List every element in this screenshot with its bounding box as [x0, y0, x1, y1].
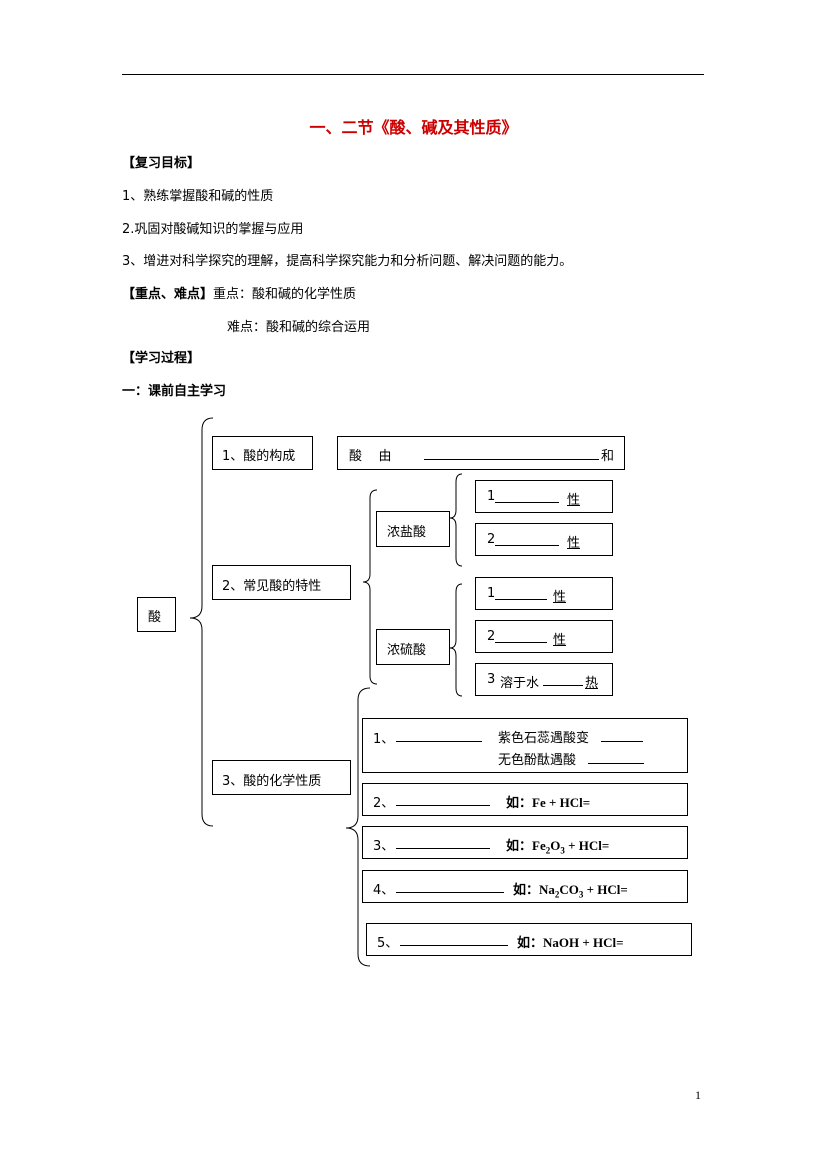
h2so4-item-2: 2 性	[475, 620, 613, 653]
goal-2: 2.巩固对酸碱知识的掌握与应用	[122, 222, 304, 237]
h2so4-item-3-blank	[543, 672, 583, 686]
part-one-heading: 一：课前自主学习	[122, 384, 227, 399]
chem-prop-4-blank	[396, 879, 504, 893]
hcl-node: 浓盐酸	[376, 511, 450, 547]
hcl-label: 浓盐酸	[387, 525, 427, 540]
branch-chemical-label: 3、酸的化学性质	[222, 774, 322, 789]
h2so4-item-2-blank	[495, 629, 547, 643]
composition-blank	[424, 446, 599, 460]
root-node: 酸	[137, 597, 176, 632]
chem-prop-3-num: 3、	[373, 839, 395, 854]
branch-properties: 2、常见酸的特性	[212, 565, 351, 600]
goal-3: 3、增进对科学探究的理解，提高科学探究能力和分析问题、解决问题的能力。	[122, 254, 573, 269]
h2so4-item-3-prefix: 溶于水	[500, 676, 540, 691]
h2so4-item-2-suffix: 性	[553, 633, 567, 648]
header-rule	[122, 74, 704, 75]
root-brace	[189, 417, 214, 827]
chem-prop-2-blank	[396, 792, 490, 806]
h2so4-item-3-suffix: 热	[585, 676, 599, 691]
chem-brace	[345, 687, 371, 967]
litmus-text: 紫色石蕊遇酸变	[498, 731, 590, 746]
difficult-point: 难点：酸和碱的综合运用	[227, 320, 371, 335]
chem-prop-4: 4、 如：Na2CO3 + HCl=	[362, 870, 688, 903]
h2so4-node: 浓硫酸	[376, 629, 450, 665]
process-heading: 【学习过程】	[122, 351, 201, 366]
chem-prop-1-blank	[396, 728, 482, 742]
hcl-brace	[449, 473, 463, 567]
review-goals-heading: 【复习目标】	[122, 156, 201, 171]
h2so4-item-1-num: 1	[487, 586, 496, 601]
hcl-item-2: 2 性	[475, 523, 613, 556]
h2so4-brace	[449, 583, 463, 697]
chem-prop-3: 3、 如：Fe2O3 + HCl=	[362, 826, 688, 859]
branch-properties-label: 2、常见酸的特性	[222, 579, 322, 594]
properties-brace	[362, 489, 378, 685]
page-title: 一、二节《酸、碱及其性质》	[309, 118, 518, 137]
phenolphthalein-text: 无色酚酞遇酸	[498, 753, 577, 768]
chem-prop-1: 1、 紫色石蕊遇酸变 无色酚酞遇酸	[362, 718, 688, 773]
branch-chemical: 3、酸的化学性质	[212, 760, 351, 795]
key-point: 重点：酸和碱的化学性质	[213, 287, 357, 302]
key-points-line: 【重点、难点】重点：酸和碱的化学性质	[122, 283, 356, 302]
chem-prop-2-num: 2、	[373, 796, 395, 811]
branch-composition: 1、酸的构成	[212, 436, 313, 470]
h2so4-item-1-blank	[495, 586, 547, 600]
page-number: 1	[695, 1088, 701, 1102]
hcl-item-2-blank	[495, 532, 559, 546]
composition-suffix: 和	[601, 449, 615, 464]
composition-prefix: 酸 由	[349, 449, 392, 464]
chem-prop-5-num: 5、	[377, 936, 399, 951]
chem-prop-5: 5、 如：NaOH + HCl=	[366, 923, 692, 956]
root-label: 酸	[148, 610, 162, 625]
hcl-item-2-num: 2	[487, 532, 496, 547]
chem-prop-1-num: 1、	[373, 732, 395, 747]
h2so4-label: 浓硫酸	[387, 643, 427, 658]
chem-prop-5-blank	[400, 932, 508, 946]
hcl-item-2-suffix: 性	[567, 536, 581, 551]
composition-box: 酸 由 和	[337, 436, 625, 470]
hcl-item-1-suffix: 性	[567, 493, 581, 508]
h2so4-item-1: 1 性	[475, 577, 613, 610]
chem-prop-2: 2、 如：Fe + HCl=	[362, 783, 688, 816]
chem-prop-3-equation: 如：Fe2O3 + HCl=	[506, 838, 610, 856]
key-points-label: 【重点、难点】	[122, 287, 214, 302]
litmus-blank	[601, 728, 643, 742]
hcl-item-1: 1 性	[475, 480, 613, 513]
chem-prop-2-equation: 如：Fe + HCl=	[506, 795, 591, 810]
h2so4-item-2-num: 2	[487, 629, 496, 644]
h2so4-item-1-suffix: 性	[553, 590, 567, 605]
phenolphthalein-blank	[588, 750, 644, 764]
branch-composition-label: 1、酸的构成	[222, 449, 296, 464]
goal-1: 1、熟练掌握酸和碱的性质	[122, 189, 274, 204]
h2so4-item-3: 3 溶于水 热	[475, 663, 613, 696]
h2so4-item-3-num: 3	[487, 672, 496, 687]
hcl-item-1-num: 1	[487, 489, 496, 504]
chem-prop-4-num: 4、	[373, 883, 395, 898]
chem-prop-4-equation: 如：Na2CO3 + HCl=	[513, 882, 628, 900]
hcl-item-1-blank	[495, 489, 559, 503]
chem-prop-5-equation: 如：NaOH + HCl=	[517, 935, 624, 950]
chem-prop-3-blank	[396, 835, 490, 849]
